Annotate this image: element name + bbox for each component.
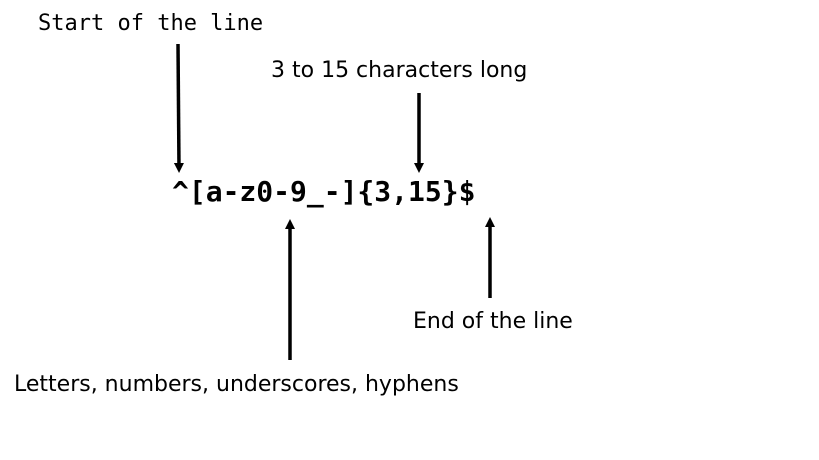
character-class-label: Letters, numbers, underscores, hyphens — [14, 372, 459, 397]
regex-pattern: ^[a-z0-9_-]{3,15}$ — [172, 175, 476, 208]
start-of-line-label: Start of the line — [38, 11, 264, 36]
end-of-line-label: End of the line — [413, 309, 573, 334]
start-arrow — [173, 43, 184, 173]
length-label: 3 to 15 characters long — [271, 58, 528, 83]
